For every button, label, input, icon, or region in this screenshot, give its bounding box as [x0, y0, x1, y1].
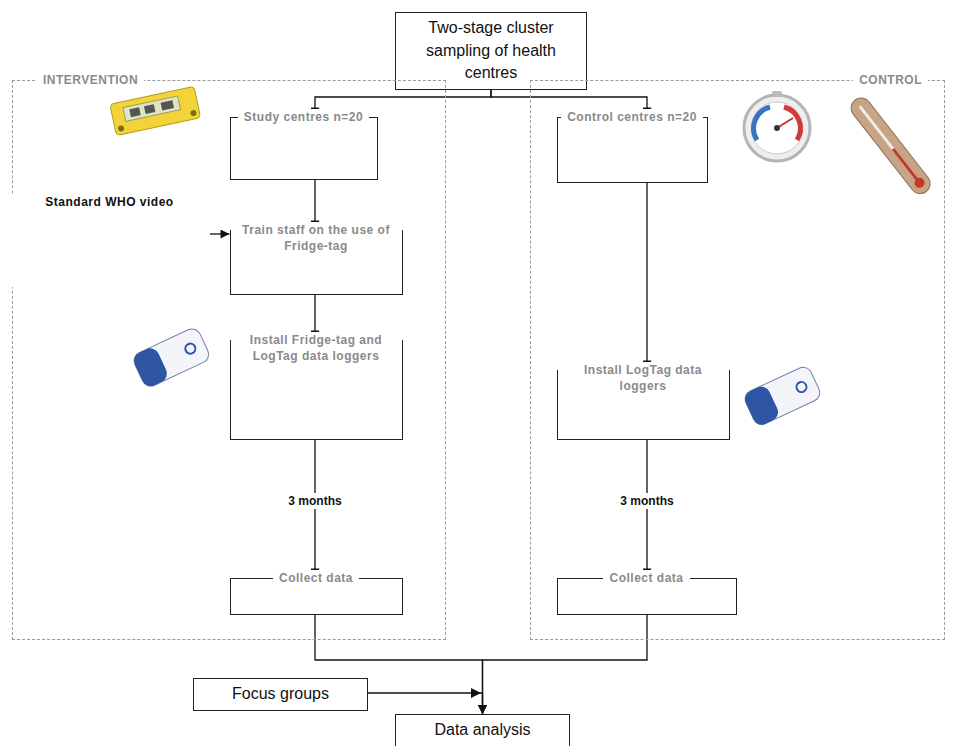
logger-label: [131, 345, 170, 389]
logtag-icon: [742, 364, 822, 427]
box-text: Two-stage cluster sampling of health cen…: [406, 17, 576, 84]
warm-arc: [784, 107, 800, 140]
device-body: [110, 86, 201, 135]
dial-pivot: [774, 125, 780, 131]
display-segment: [144, 104, 155, 114]
display-segment: [129, 107, 140, 117]
connector-arrow: [210, 233, 230, 234]
group-region: INTERVENTIONStudy centres n=20Standard W…: [12, 80, 446, 640]
display-segment: [161, 100, 174, 110]
thermometer-body: [847, 94, 934, 198]
process-box: Collect data: [557, 578, 737, 615]
device-display: [123, 96, 181, 121]
stick-thermometer: [847, 94, 934, 198]
process-box: Collect data: [230, 578, 403, 615]
logger-button: [184, 342, 197, 355]
box-text: Data analysis: [434, 719, 530, 741]
edge-label: 3 months: [617, 493, 676, 509]
box-text: Install Fridge-tag and LogTag data logge…: [231, 332, 402, 364]
connector-arrow: [646, 183, 647, 370]
edge-label: 3 months: [285, 493, 344, 509]
fridge-tag-icon: [110, 86, 201, 135]
process-box: Focus groups: [193, 678, 368, 711]
dial-rim: [744, 95, 810, 161]
video-figure: Standard WHO video: [10, 203, 210, 287]
box-text: Install LogTag data loggers: [558, 362, 729, 394]
process-box: Control centres n=20: [557, 117, 708, 183]
process-box: Two-stage cluster sampling of health cen…: [395, 12, 587, 90]
box-text: Study centres n=20: [238, 109, 369, 125]
box-text: Train staff on the use of Fridge-tag: [231, 222, 402, 254]
process-box: Train staff on the use of Fridge-tag: [230, 230, 403, 295]
process-box: Study centres n=20: [230, 117, 378, 180]
connector-arrow: [314, 440, 315, 578]
box-text: Collect data: [603, 570, 689, 586]
logger-body: [742, 364, 822, 427]
box-text: Collect data: [273, 570, 359, 586]
thermometer-liquid: [893, 149, 918, 181]
dial-face: [751, 102, 803, 154]
dial-thermometer: [744, 91, 810, 161]
logger-body: [131, 326, 211, 389]
figure-caption: Standard WHO video: [10, 194, 210, 287]
cold-arc: [754, 107, 770, 140]
dial-hanger: [772, 91, 782, 97]
connector-arrow: [483, 615, 648, 715]
logger-button: [795, 380, 808, 393]
process-box: Data analysis: [395, 714, 570, 746]
process-box: Install Fridge-tag and LogTag data logge…: [230, 340, 403, 440]
box-text: Control centres n=20: [561, 109, 703, 125]
region-label: INTERVENTION: [37, 72, 144, 88]
device-button: [118, 125, 125, 132]
group-region: CONTROLControl centres n=20Install LogTa…: [530, 80, 945, 640]
connector-arrow: [646, 440, 647, 578]
process-box: Install LogTag data loggers: [557, 370, 730, 440]
device-button: [190, 110, 197, 117]
logtag-icon: [131, 326, 211, 389]
region-label: CONTROL: [853, 72, 928, 88]
box-text: Focus groups: [232, 683, 329, 705]
thermometer-bulb: [913, 176, 927, 190]
logger-label: [742, 384, 781, 428]
connector-arrow: [368, 693, 483, 714]
